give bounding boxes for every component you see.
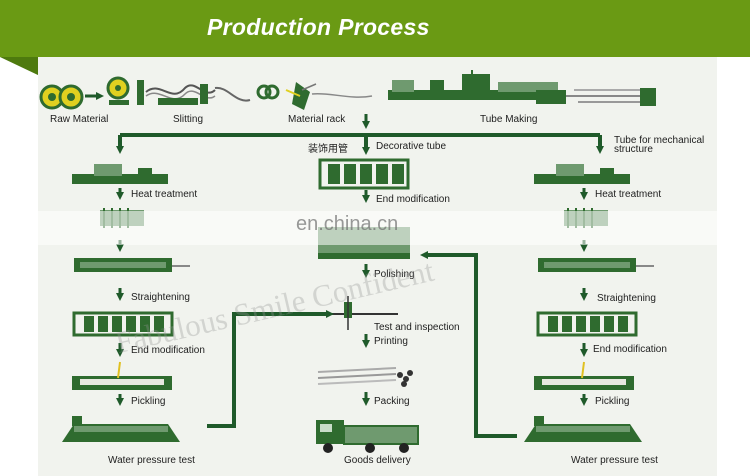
decorative-tube-machine-icon	[318, 158, 410, 190]
left-return-arrow	[207, 310, 334, 428]
label-slitting: Slitting	[173, 114, 204, 125]
label-material-rack: Material rack	[288, 114, 346, 125]
label-goods-delivery: Goods delivery	[344, 455, 411, 466]
left-straightener-icon	[74, 258, 190, 272]
watermark-site: en.china.cn	[296, 213, 399, 235]
label-decorative-cn: 装饰用管	[308, 144, 348, 155]
header-banner	[0, 0, 750, 57]
label-test-and-inspection: Test and inspection	[374, 322, 460, 333]
label-right-straightening: Straightening	[597, 293, 656, 304]
label-decorative-tube: Decorative tube	[376, 141, 447, 152]
label-tube-making: Tube Making	[480, 114, 538, 125]
label-center-end-modification: End modification	[376, 194, 450, 205]
delivery-truck-icon	[316, 420, 419, 453]
label-packing: Packing	[374, 396, 410, 407]
right-pressure-test-icon	[524, 416, 642, 442]
watermark-band	[38, 211, 717, 245]
label-mechanical-tube: Tube for mechanical structure	[614, 135, 705, 155]
raw-material-coils-icon	[39, 84, 84, 110]
left-pressure-test-icon	[62, 416, 180, 442]
right-pickling-tank-icon	[534, 361, 634, 390]
label-left-pickling: Pickling	[131, 396, 166, 407]
label-right-end-modification: End modification	[593, 344, 667, 355]
material-rack-icon	[285, 82, 373, 110]
label-printing: Printing	[374, 336, 408, 347]
label-left-straightening: Straightening	[131, 292, 190, 303]
label-center-polishing: Polishing	[374, 269, 415, 280]
left-end-machine-icon	[72, 311, 174, 337]
right-straightener-icon	[538, 258, 654, 272]
right-heat-furnace-icon	[534, 164, 630, 184]
label-left-end-modification: End modification	[131, 345, 205, 356]
slitting-machine-icon	[137, 80, 251, 105]
label-left-heat-treatment: Heat treatment	[131, 189, 198, 200]
right-end-machine-icon	[536, 311, 638, 337]
left-pickling-tank-icon	[72, 361, 172, 390]
printing-tubes-icon	[317, 367, 413, 387]
small-coils-icon	[256, 84, 280, 100]
left-heat-furnace-icon	[72, 164, 168, 184]
page-title: Production Process	[207, 14, 430, 40]
label-right-pickling: Pickling	[595, 396, 630, 407]
label-left-water-pressure-test: Water pressure test	[108, 455, 195, 466]
banner-fold	[0, 57, 40, 76]
coil-feed-icon	[106, 76, 130, 105]
right-return-arrow	[420, 251, 517, 438]
label-raw-material: Raw Material	[50, 114, 109, 125]
tube-making-line-icon	[388, 70, 656, 106]
label-right-heat-treatment: Heat treatment	[595, 189, 662, 200]
label-right-water-pressure-test: Water pressure test	[571, 455, 658, 466]
